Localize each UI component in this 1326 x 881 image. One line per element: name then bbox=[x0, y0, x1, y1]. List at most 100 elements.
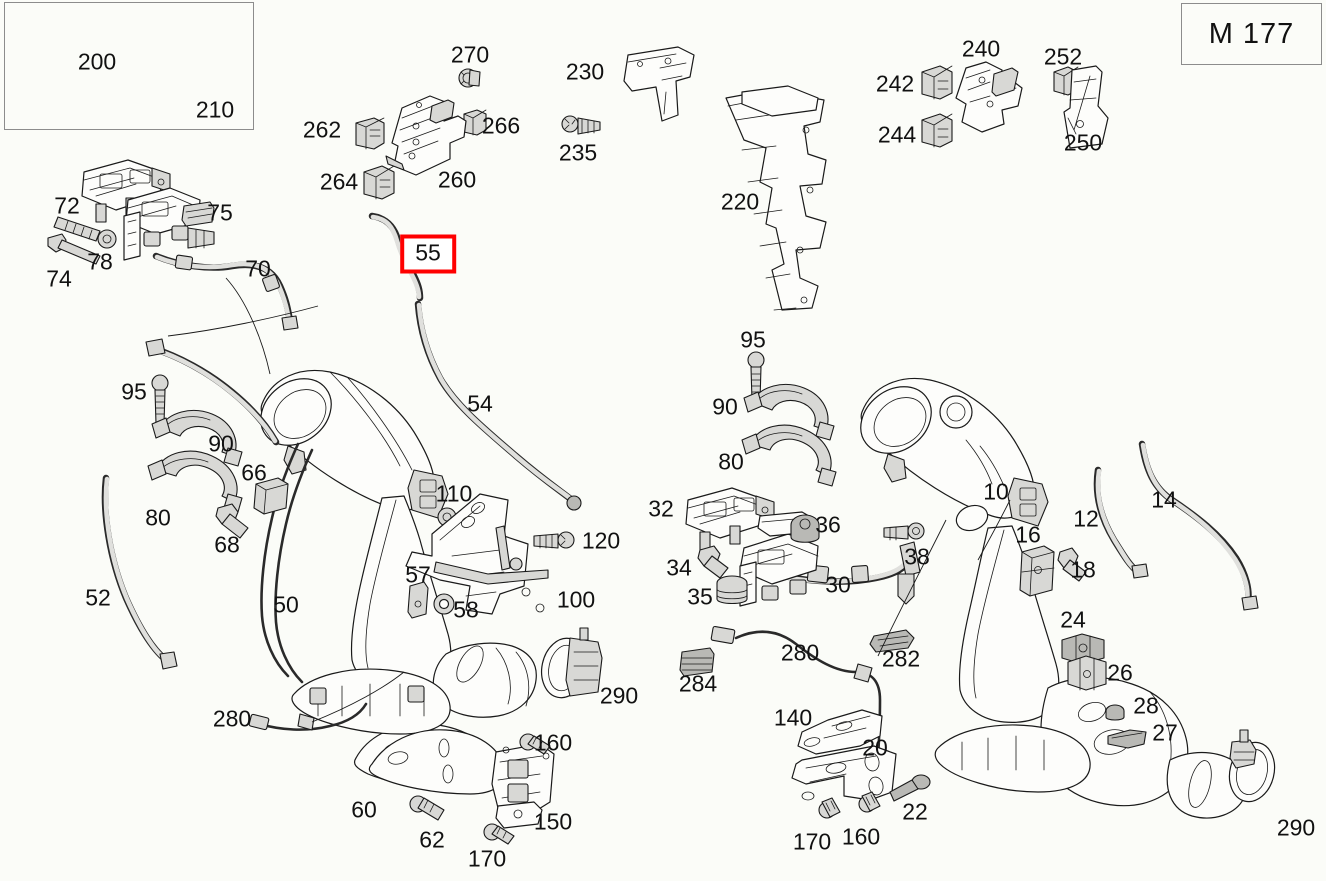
callout-150: 150 bbox=[533, 808, 573, 835]
part-32-sensor bbox=[685, 487, 775, 551]
callout-80: 80 bbox=[718, 448, 744, 475]
part-260-bracket bbox=[385, 95, 467, 176]
part-262 bbox=[355, 117, 385, 150]
callout-70: 70 bbox=[245, 255, 271, 282]
callout-235: 235 bbox=[558, 139, 598, 166]
assembly-right-catalytic-10 bbox=[860, 377, 1248, 819]
part-150-bracket bbox=[491, 743, 555, 829]
pipe-54 bbox=[414, 300, 582, 511]
part-78-bolt bbox=[53, 216, 117, 249]
detail-inset-frame bbox=[4, 2, 254, 130]
part-68-bolt bbox=[215, 503, 249, 539]
part-group-240 bbox=[921, 61, 1109, 149]
callout-266: 266 bbox=[481, 112, 521, 139]
part-18-bolt bbox=[1057, 547, 1087, 582]
callout-110: 110 bbox=[435, 480, 473, 507]
callout-55-highlighted[interactable]: 55 bbox=[400, 234, 456, 274]
hose-70 bbox=[152, 252, 299, 331]
part-264 bbox=[363, 165, 395, 200]
callout-90: 90 bbox=[208, 430, 234, 457]
part-80-clamp-right bbox=[741, 424, 837, 487]
part-24-clip bbox=[1061, 633, 1105, 665]
callout-14: 14 bbox=[1151, 486, 1177, 513]
part-90-clamp-left bbox=[151, 409, 243, 467]
pipe-14 bbox=[1138, 440, 1259, 611]
callout-262: 262 bbox=[302, 116, 342, 143]
callout-57: 57 bbox=[405, 561, 431, 588]
part-100-bracket bbox=[405, 493, 549, 615]
callout-252: 252 bbox=[1043, 43, 1083, 70]
callout-27: 27 bbox=[1152, 719, 1178, 746]
callout-242: 242 bbox=[875, 70, 915, 97]
callout-22: 22 bbox=[902, 798, 928, 825]
callout-100: 100 bbox=[556, 586, 596, 613]
part-57-clip bbox=[407, 581, 429, 619]
part-282-clip bbox=[869, 629, 915, 653]
callout-62: 62 bbox=[419, 826, 445, 853]
part-90-clamp-right bbox=[743, 383, 835, 441]
part-22-bolt bbox=[889, 774, 931, 802]
callout-170: 170 bbox=[792, 828, 832, 855]
part-28-nut bbox=[1105, 704, 1125, 721]
callout-170: 170 bbox=[467, 845, 507, 872]
part-95-bolt-left bbox=[151, 374, 169, 425]
callout-280: 280 bbox=[780, 639, 820, 666]
part-group-260 bbox=[355, 46, 695, 200]
callout-26: 26 bbox=[1107, 659, 1133, 686]
part-170-bolt-left bbox=[483, 823, 515, 845]
callout-18: 18 bbox=[1070, 556, 1096, 583]
part-38-bolt bbox=[883, 522, 925, 541]
callout-12: 12 bbox=[1073, 505, 1099, 532]
callout-36: 36 bbox=[815, 511, 841, 538]
callout-230: 230 bbox=[565, 58, 605, 85]
callout-80: 80 bbox=[145, 504, 171, 531]
callout-264: 264 bbox=[319, 168, 359, 195]
callout-282: 282 bbox=[881, 645, 921, 672]
part-235-bolt bbox=[561, 115, 601, 135]
part-74-plug bbox=[47, 233, 101, 265]
part-72-sensor-2 bbox=[123, 187, 215, 261]
pipe-12 bbox=[1093, 466, 1149, 579]
callout-95: 95 bbox=[740, 326, 766, 353]
callout-270: 270 bbox=[450, 41, 490, 68]
part-26-clip bbox=[1067, 655, 1107, 691]
callout-240: 240 bbox=[961, 35, 1001, 62]
callout-54: 54 bbox=[467, 390, 493, 417]
engine-code-label: M 177 bbox=[1208, 17, 1295, 50]
part-270 bbox=[458, 68, 481, 88]
callout-10: 10 bbox=[983, 478, 1009, 505]
callout-250: 250 bbox=[1063, 129, 1103, 156]
part-140-bracket bbox=[797, 709, 883, 755]
part-group-72 bbox=[47, 159, 299, 331]
pipe-52 bbox=[101, 474, 178, 670]
callout-95: 95 bbox=[121, 378, 147, 405]
callout-90: 90 bbox=[712, 393, 738, 420]
callout-30: 30 bbox=[825, 571, 851, 598]
callout-140: 140 bbox=[773, 704, 813, 731]
part-230-bracket bbox=[623, 46, 695, 122]
part-160-bolt-left bbox=[519, 733, 551, 755]
part-240-assembly bbox=[955, 61, 1023, 133]
callout-68: 68 bbox=[214, 531, 240, 558]
part-35-bushing bbox=[716, 575, 748, 605]
callout-74: 74 bbox=[46, 265, 72, 292]
callout-16: 16 bbox=[1015, 521, 1041, 548]
callout-244: 244 bbox=[877, 121, 917, 148]
callout-280: 280 bbox=[212, 705, 252, 732]
callout-50: 50 bbox=[273, 591, 299, 618]
callout-28: 28 bbox=[1133, 692, 1159, 719]
part-80-clamp-left bbox=[147, 450, 243, 513]
callout-34: 34 bbox=[666, 554, 692, 581]
hose-70-lower bbox=[145, 338, 280, 446]
assembly-left-catalytic-50 bbox=[260, 369, 537, 788]
part-284-clip bbox=[679, 647, 715, 677]
part-160-bolt-right bbox=[858, 791, 881, 813]
callout-75: 75 bbox=[207, 199, 233, 226]
part-30-pipe bbox=[780, 541, 921, 605]
callout-38: 38 bbox=[904, 543, 930, 570]
pipe-280-left bbox=[248, 671, 405, 731]
callout-220: 220 bbox=[720, 188, 760, 215]
part-58-nut bbox=[433, 593, 455, 615]
part-75-clamp bbox=[181, 201, 215, 227]
